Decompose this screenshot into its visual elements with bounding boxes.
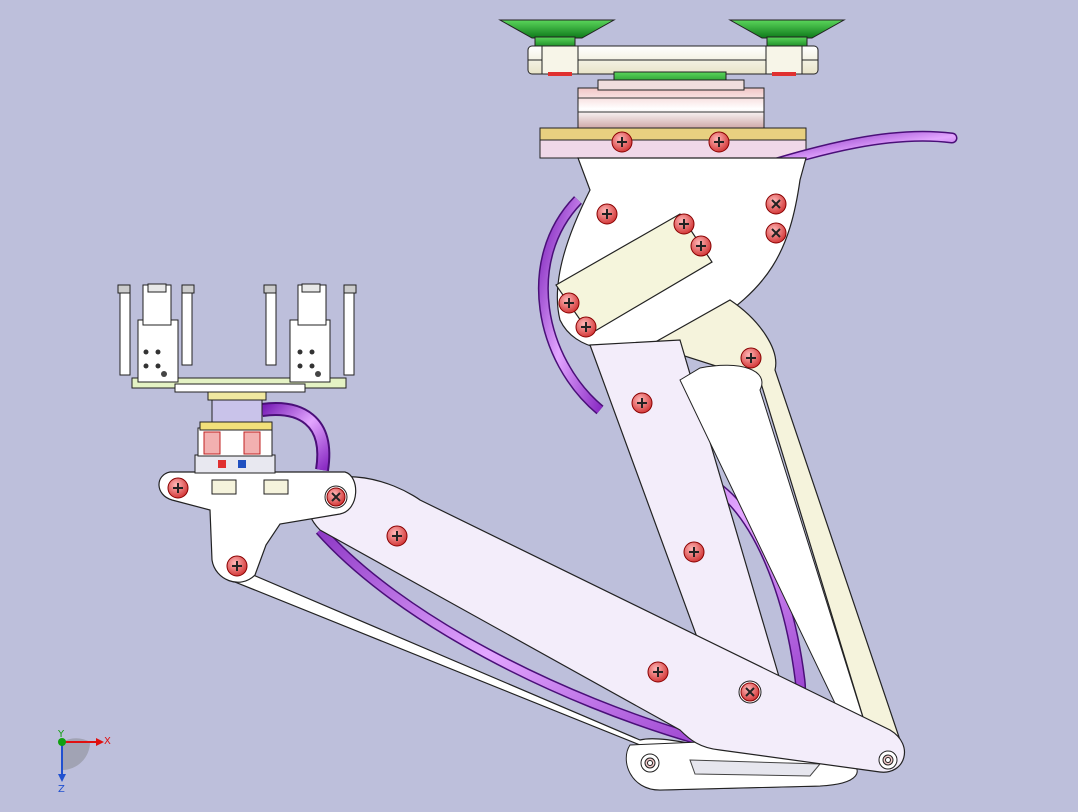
wrist-rotary-unit[interactable] [194,391,276,474]
phillips-screw-icon [324,485,348,509]
pivot-pin-icon [878,750,898,770]
upper-arm-housing[interactable] [555,157,807,351]
phillips-screw-icon [631,392,653,414]
wrist-plate[interactable] [158,471,357,583]
phillips-screw-icon [683,541,705,563]
phillips-screw-icon [738,680,762,704]
left-suction-cup [498,19,616,39]
coordinate-triad[interactable]: X Y Z [57,729,111,795]
phillips-screw-icon [596,203,618,225]
right-gripper[interactable] [263,283,357,383]
left-gripper[interactable] [117,283,195,383]
phillips-screw-icon [167,477,189,499]
phillips-screw-icon [611,131,633,153]
phillips-screw-icon [647,661,669,683]
gripper-assembly[interactable] [117,283,357,393]
phillips-screw-icon [673,213,695,235]
rotary-flange [577,87,765,131]
phillips-screw-icon [765,193,787,215]
phillips-screw-icon [690,235,712,257]
phillips-screw-icon [226,555,248,577]
triad-x-label: X [104,736,111,747]
phillips-screw-icon [740,347,762,369]
valve-block [555,213,713,335]
phillips-screw-icon [386,525,408,547]
right-suction-cup [728,19,846,39]
phillips-screw-icon [558,292,580,314]
lower-white-link[interactable] [216,364,871,791]
top-mount-assembly[interactable] [498,19,846,159]
phillips-screw-icon [575,316,597,338]
phillips-screw-icon [708,131,730,153]
phillips-screw-icon [765,222,787,244]
screws [167,131,898,773]
triad-y-label: Y [57,729,65,740]
pivot-pin-icon [640,753,660,773]
triad-z-label: Z [58,784,65,795]
